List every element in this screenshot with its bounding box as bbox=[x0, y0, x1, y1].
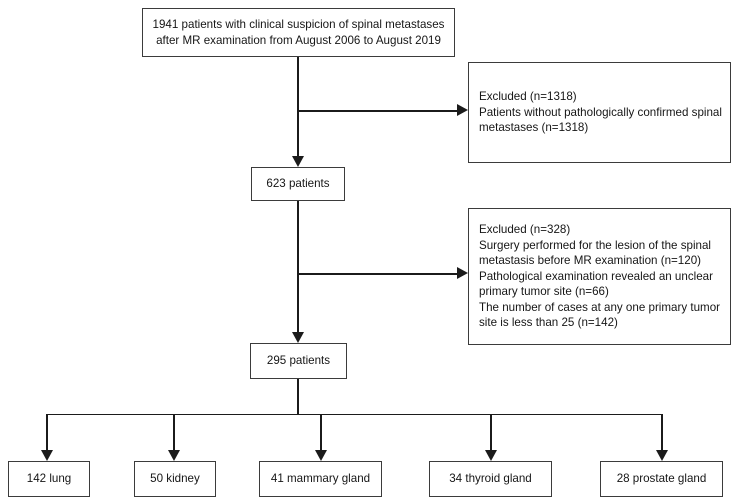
node-initial-cohort-label: 1941 patients with clinical suspicion of… bbox=[152, 18, 445, 47]
arrowhead-to-295 bbox=[291, 332, 304, 343]
connector-leg-5 bbox=[661, 414, 663, 453]
connector-leg-4 bbox=[490, 414, 492, 453]
node-group-prostate-gland-label: 28 prostate gland bbox=[616, 472, 707, 486]
node-group-lung-label: 142 lung bbox=[26, 472, 72, 486]
node-group-mammary-gland-label: 41 mammary gland bbox=[270, 472, 371, 486]
arrowhead-group-1 bbox=[40, 450, 53, 461]
node-group-thyroid-gland: 34 thyroid gland bbox=[429, 461, 552, 497]
connector-fan-stem bbox=[297, 379, 299, 414]
node-group-kidney: 50 kidney bbox=[134, 461, 216, 497]
node-623-patients-label: 623 patients bbox=[266, 177, 330, 191]
node-excluded-1: Excluded (n=1318) Patients without patho… bbox=[468, 62, 731, 163]
connector-fan-bar bbox=[46, 414, 662, 415]
arrowhead-group-5 bbox=[655, 450, 668, 461]
connector-leg-2 bbox=[173, 414, 175, 453]
connector-branch-excluded-1 bbox=[297, 110, 457, 112]
node-623-patients: 623 patients bbox=[251, 167, 345, 201]
node-295-patients-label: 295 patients bbox=[266, 354, 331, 368]
arrowhead-to-excluded-2 bbox=[457, 267, 468, 279]
node-excluded-2-label: Excluded (n=328) Surgery performed for t… bbox=[479, 223, 721, 330]
connector-leg-1 bbox=[46, 414, 48, 453]
connector-leg-3 bbox=[320, 414, 322, 453]
node-initial-cohort: 1941 patients with clinical suspicion of… bbox=[142, 8, 455, 57]
arrowhead-to-excluded-1 bbox=[457, 104, 468, 116]
arrowhead-group-4 bbox=[484, 450, 497, 461]
node-excluded-1-label: Excluded (n=1318) Patients without patho… bbox=[479, 90, 722, 135]
connector-branch-excluded-2 bbox=[297, 273, 457, 275]
arrowhead-to-623 bbox=[291, 156, 304, 167]
node-group-prostate-gland: 28 prostate gland bbox=[600, 461, 723, 497]
node-group-kidney-label: 50 kidney bbox=[150, 472, 200, 486]
connector-trunk-1 bbox=[297, 57, 299, 156]
node-295-patients: 295 patients bbox=[250, 343, 347, 379]
arrowhead-group-2 bbox=[167, 450, 180, 461]
arrowhead-group-3 bbox=[314, 450, 327, 461]
node-group-mammary-gland: 41 mammary gland bbox=[259, 461, 382, 497]
node-group-lung: 142 lung bbox=[8, 461, 90, 497]
node-excluded-2: Excluded (n=328) Surgery performed for t… bbox=[468, 208, 731, 345]
connector-trunk-2 bbox=[297, 201, 299, 332]
node-group-thyroid-gland-label: 34 thyroid gland bbox=[449, 472, 532, 486]
